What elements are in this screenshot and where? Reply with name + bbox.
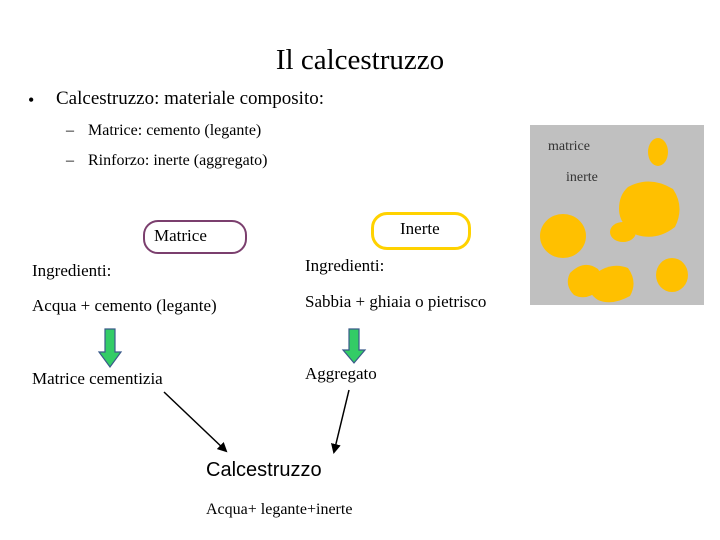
product-title: Calcestruzzo: [206, 459, 322, 481]
aggregate-particles-image: [540, 138, 688, 303]
subpoint-rinforzo: – Rinforzo: inerte (aggregato): [66, 152, 267, 170]
inerte-header-outline: [371, 212, 471, 250]
aggregate-particle: [656, 258, 688, 292]
composite-figure: [530, 125, 704, 305]
aggregate-particle: [610, 222, 636, 242]
subpoint-dash: –: [66, 152, 74, 169]
inerte-ingredients-label: Ingredienti:: [305, 256, 385, 275]
bullet-marker: •: [28, 90, 35, 110]
matrice-header: Matrice: [154, 226, 207, 245]
aggregate-particle: [587, 265, 634, 303]
subpoint-matrice: – Matrice: cemento (legante): [66, 122, 261, 140]
matrice-figure-label: matrice: [548, 139, 590, 154]
bullet-text: Calcestruzzo: materiale composito:: [56, 88, 325, 109]
subpoint-text: Matrice: cemento (legante): [88, 122, 262, 139]
subpoint-text: Rinforzo: inerte (aggregato): [88, 152, 268, 169]
aggregate-particle: [619, 181, 680, 237]
matrice-result: Matrice cementizia: [32, 369, 163, 388]
matrice-header-outline: [143, 220, 247, 254]
product-formula: Acqua+ legante+inerte: [206, 501, 353, 518]
slide-title: Il calcestruzzo: [275, 44, 445, 76]
converge-arrow-icon: [331, 389, 350, 454]
inerte-result: Aggregato: [305, 364, 377, 383]
matrice-ingredients: Acqua + cemento (legante): [32, 296, 217, 315]
matrice-ingredients-label: Ingredienti:: [32, 261, 112, 280]
subpoint-dash: –: [66, 122, 74, 139]
down-arrow-icon: [97, 328, 123, 369]
aggregate-particle: [540, 214, 586, 258]
converge-arrow-icon: [163, 391, 228, 453]
aggregate-particle: [648, 138, 668, 166]
inerte-figure-label: inerte: [566, 170, 598, 185]
down-arrow-icon: [341, 328, 367, 364]
inerte-header: Inerte: [400, 219, 440, 238]
inerte-ingredients: Sabbia + ghiaia o pietrisco: [305, 292, 487, 311]
